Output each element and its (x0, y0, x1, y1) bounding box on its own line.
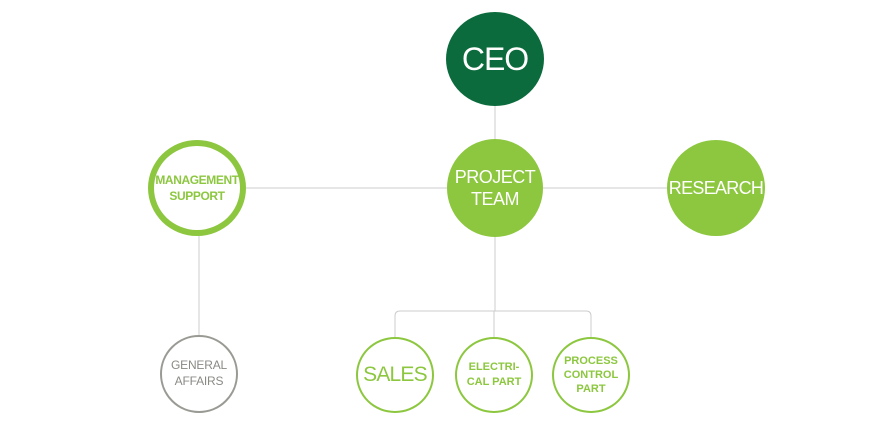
electrical-part-label: ELECTRI- CAL PART (466, 360, 522, 388)
process-control-part-node: PROCESS CONTROL PART (552, 337, 630, 413)
general-affairs-label: GENERAL AFFAIRS (171, 358, 227, 388)
general-affairs-node: GENERAL AFFAIRS (160, 335, 238, 413)
sales-node: SALES (356, 337, 434, 413)
research-node: RESEARCH (667, 140, 765, 236)
sales-label: SALES (363, 362, 428, 386)
connector-branch-bracket (394, 310, 592, 337)
research-label: RESEARCH (668, 177, 764, 198)
management-support-node: MANAGEMENT SUPPORT (148, 140, 246, 236)
electrical-part-node: ELECTRI- CAL PART (455, 337, 533, 413)
process-control-part-label: PROCESS CONTROL PART (563, 354, 619, 396)
ceo-node: CEO (446, 12, 544, 106)
ceo-label: CEO (461, 40, 529, 77)
project-team-label: PROJECT TEAM (454, 166, 536, 210)
project-team-node: PROJECT TEAM (447, 139, 543, 237)
management-support-label: MANAGEMENT SUPPORT (155, 172, 239, 203)
